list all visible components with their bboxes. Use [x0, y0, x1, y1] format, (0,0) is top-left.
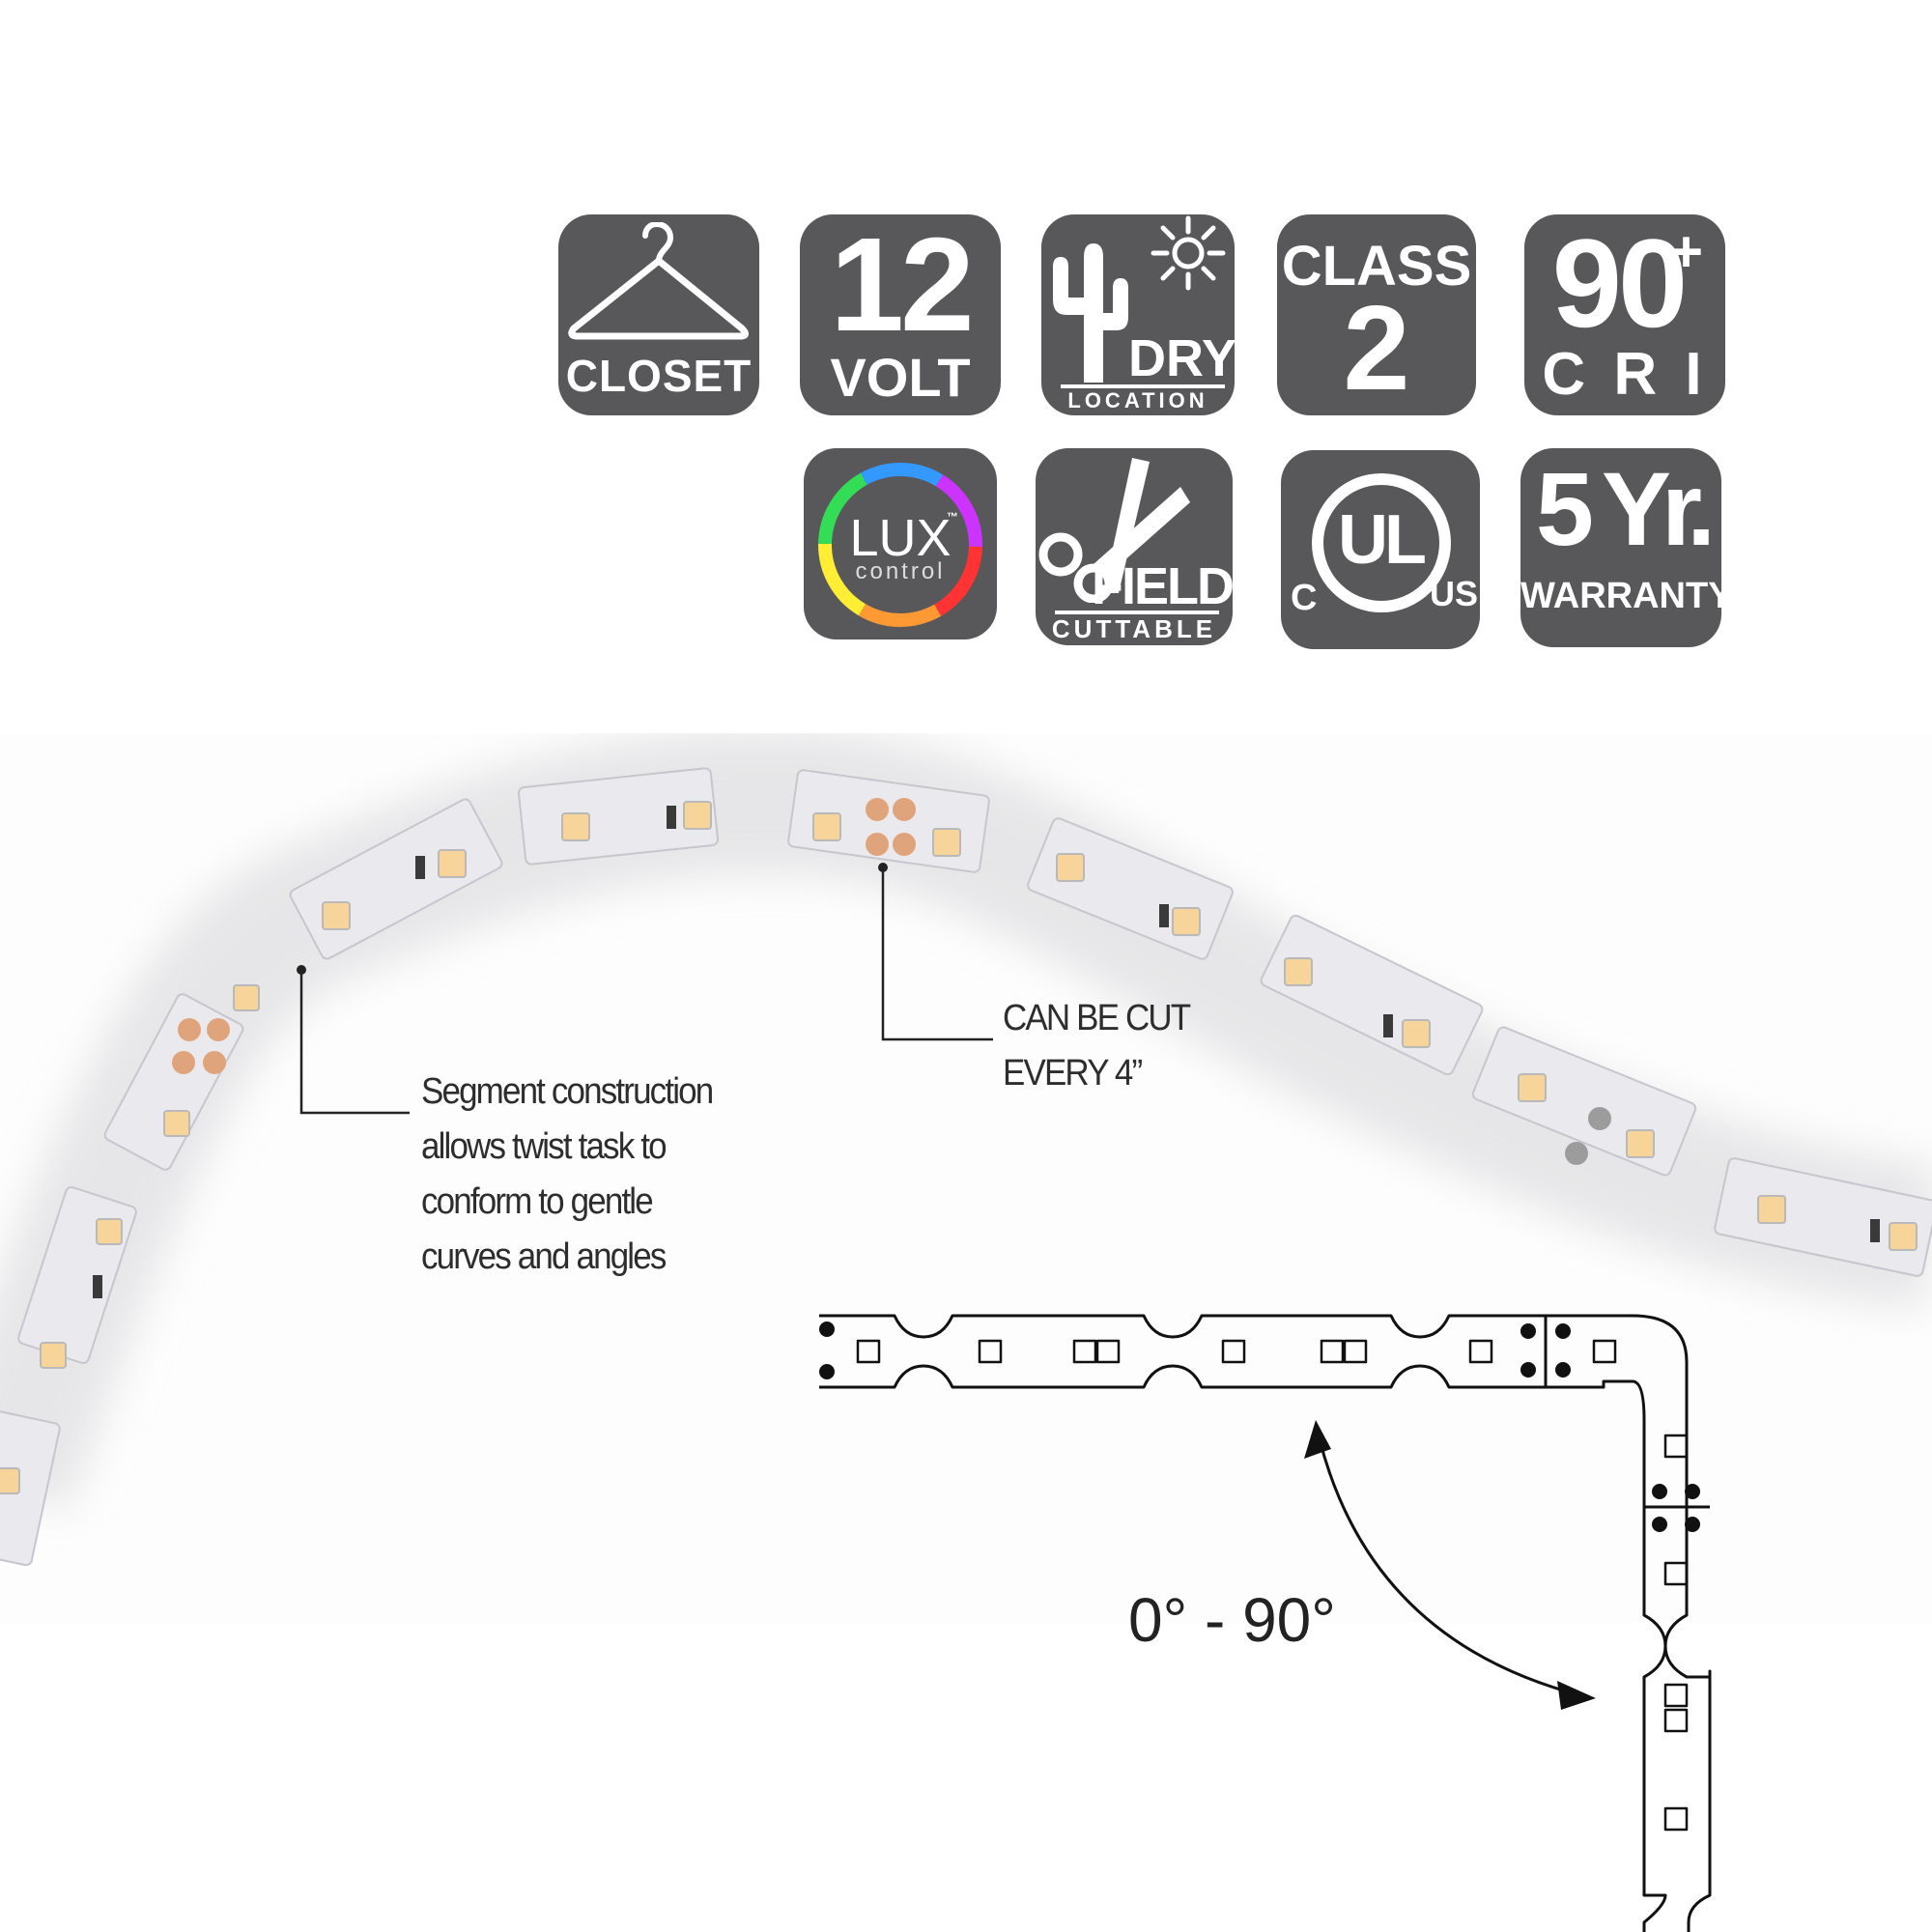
ul-us-label: US	[1430, 574, 1479, 613]
led-chips	[0, 801, 1918, 1494]
warranty-number: 5 Yr.	[1535, 450, 1716, 567]
hanger-icon	[568, 222, 749, 340]
dry-underline	[1061, 384, 1225, 388]
cut-callout-dot	[878, 863, 888, 872]
volt-number: 12	[830, 214, 975, 359]
angle-range-label: 0° - 90°	[1128, 1585, 1336, 1655]
angle-arrow-head-top	[1304, 1420, 1331, 1459]
closet-label: CLOSET	[565, 351, 753, 401]
volt-unit: VOLT	[830, 347, 971, 408]
12-volt-badge: 12 VOLT	[800, 214, 1001, 415]
lux-sub-label: control	[855, 558, 946, 584]
silver-pads	[1565, 1107, 1611, 1165]
90-cri-badge: 90 + C R I	[1524, 214, 1725, 415]
scissors-icon	[1038, 458, 1190, 603]
bend-strip-outline	[819, 1314, 1712, 1932]
cut-callout-line-2: EVERY 4”	[1003, 1053, 1143, 1094]
ul-mark-icon	[1312, 473, 1451, 612]
segment-callout-line-1: Segment construction	[421, 1071, 714, 1112]
field-label: FIELD	[1092, 557, 1233, 615]
cri-plus: +	[1669, 219, 1704, 284]
segment-callout: Segment construction allows twist task t…	[421, 1065, 714, 1285]
ul-listed-badge: UL C US	[1281, 450, 1480, 649]
dry-label: DRY	[1128, 329, 1235, 387]
bend-diagram-pads	[819, 1321, 1700, 1532]
lux-tm: ™	[947, 510, 958, 524]
bend-diagram	[819, 1314, 1712, 1932]
class-label: CLASS	[1281, 235, 1472, 298]
cut-callout: CAN BE CUT EVERY 4”	[1003, 991, 1191, 1101]
dry-location-badge: DRY LOCATION	[1041, 214, 1235, 415]
class-number: 2	[1343, 282, 1410, 415]
segment-callout-line-2: allows twist task to	[421, 1126, 668, 1167]
angle-arc	[1318, 1438, 1585, 1698]
closet-badge: CLOSET	[558, 214, 759, 415]
ul-mark-label: UL	[1338, 501, 1427, 579]
lux-control-badge: LUX ™ control	[804, 448, 997, 639]
sun-icon	[1151, 215, 1226, 291]
cri-label: C R I	[1542, 341, 1708, 408]
cut-callout-line-1: CAN BE CUT	[1003, 998, 1191, 1038]
5-year-warranty-badge: 5 Yr. WARRANTY	[1520, 448, 1721, 647]
field-sub-label: CUTTABLE	[1051, 614, 1217, 643]
ul-c-label: C	[1291, 578, 1318, 618]
callout-leaders	[299, 867, 993, 1115]
cri-number: 90	[1551, 214, 1689, 354]
resistors	[93, 806, 1880, 1298]
segment-callout-dot	[297, 965, 306, 975]
segment-callout-line-4: curves and angles	[421, 1236, 667, 1277]
field-underline	[1055, 611, 1219, 614]
warranty-label: WARRANTY	[1520, 576, 1721, 616]
class-2-badge: CLASS 2	[1277, 214, 1476, 415]
cactus-icon	[1053, 243, 1128, 383]
dry-sub-label: LOCATION	[1067, 388, 1208, 412]
color-ring-icon	[818, 463, 982, 627]
angle-arrow-head-right	[1557, 1681, 1596, 1710]
field-cuttable-badge: FIELD CUTTABLE	[1036, 448, 1233, 645]
solder-pads	[172, 798, 916, 1074]
lux-label: LUX	[849, 509, 952, 567]
segment-callout-line-3: conform to gentle	[421, 1181, 654, 1222]
